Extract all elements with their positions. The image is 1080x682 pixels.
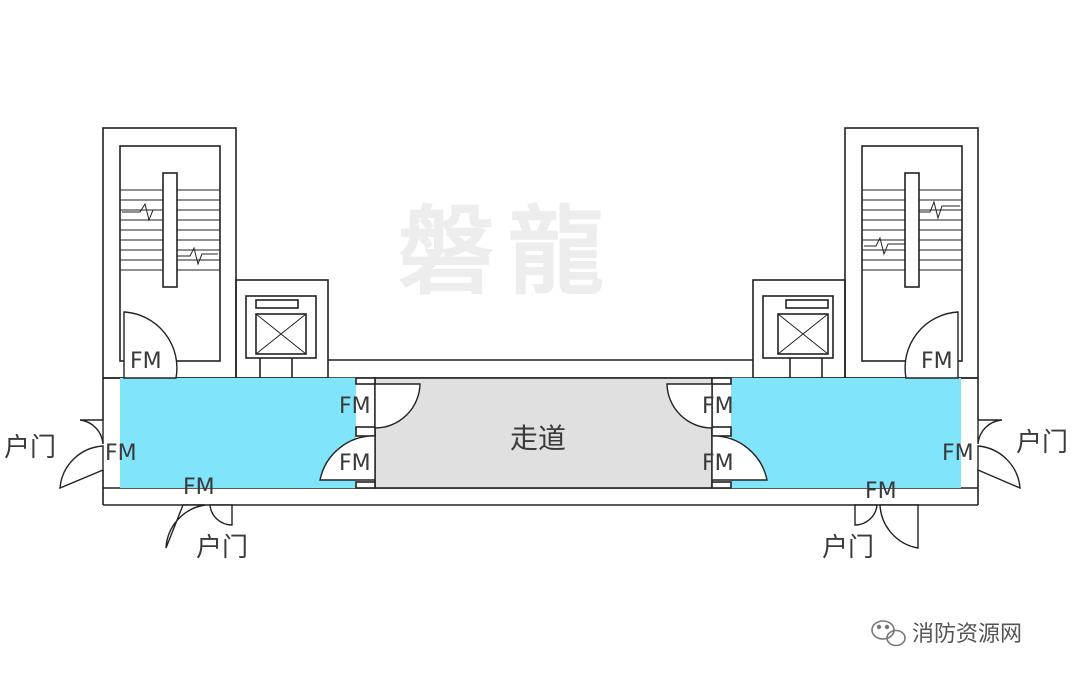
fm-label-corridor-left-top: FM [339, 394, 371, 419]
door-label-right-bottom: 户门 [822, 533, 874, 563]
fm-label-corridor-right-bottom: FM [702, 451, 734, 476]
door-label-left-bottom: 户门 [196, 533, 248, 563]
right-elevator [752, 279, 846, 379]
fm-label-left-apartment: FM [105, 441, 137, 466]
wechat-icon [871, 620, 906, 647]
fm-label-corridor-right-top: FM [702, 394, 734, 419]
fm-label-right-bottom-apartment: FM [865, 479, 897, 504]
door-swings [59, 311, 1021, 549]
fm-label-left-bottom-apartment: FM [183, 475, 215, 500]
fm-label-right-stair: FM [921, 349, 953, 374]
door-label-right: 户门 [1016, 428, 1068, 458]
left-elevator [235, 279, 329, 379]
corridor [374, 377, 713, 489]
right-front-room [731, 378, 961, 488]
door-label-left: 户门 [4, 433, 56, 463]
brand-name: 消防资源网 [912, 622, 1022, 647]
watermark: 磐龍 [398, 196, 618, 308]
fm-label-right-apartment: FM [942, 441, 974, 466]
fm-label-corridor-left-bottom: FM [339, 451, 371, 476]
door-piers [355, 377, 732, 489]
corridor-label: 走道 [510, 422, 566, 455]
left-front-room [120, 378, 356, 488]
fm-label-left-stair: FM [130, 349, 162, 374]
